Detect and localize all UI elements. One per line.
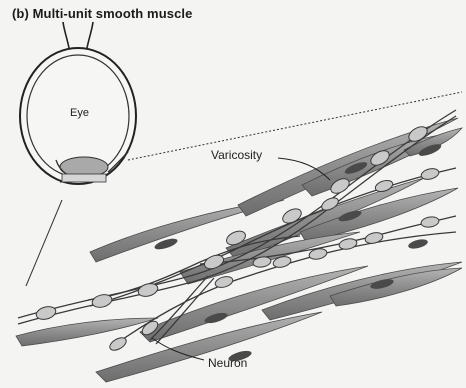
varicosity	[420, 216, 439, 229]
varicosity-label: Varicosity	[211, 148, 262, 162]
figure-title: (b) Multi-unit smooth muscle	[12, 6, 192, 21]
muscle-cell	[16, 318, 158, 346]
eye-label: Eye	[70, 107, 89, 119]
varicosity	[338, 237, 358, 251]
varicosity	[364, 231, 384, 245]
nucleus	[407, 238, 428, 251]
neuron-label: Neuron	[208, 356, 247, 370]
eye-illustration	[20, 22, 136, 184]
